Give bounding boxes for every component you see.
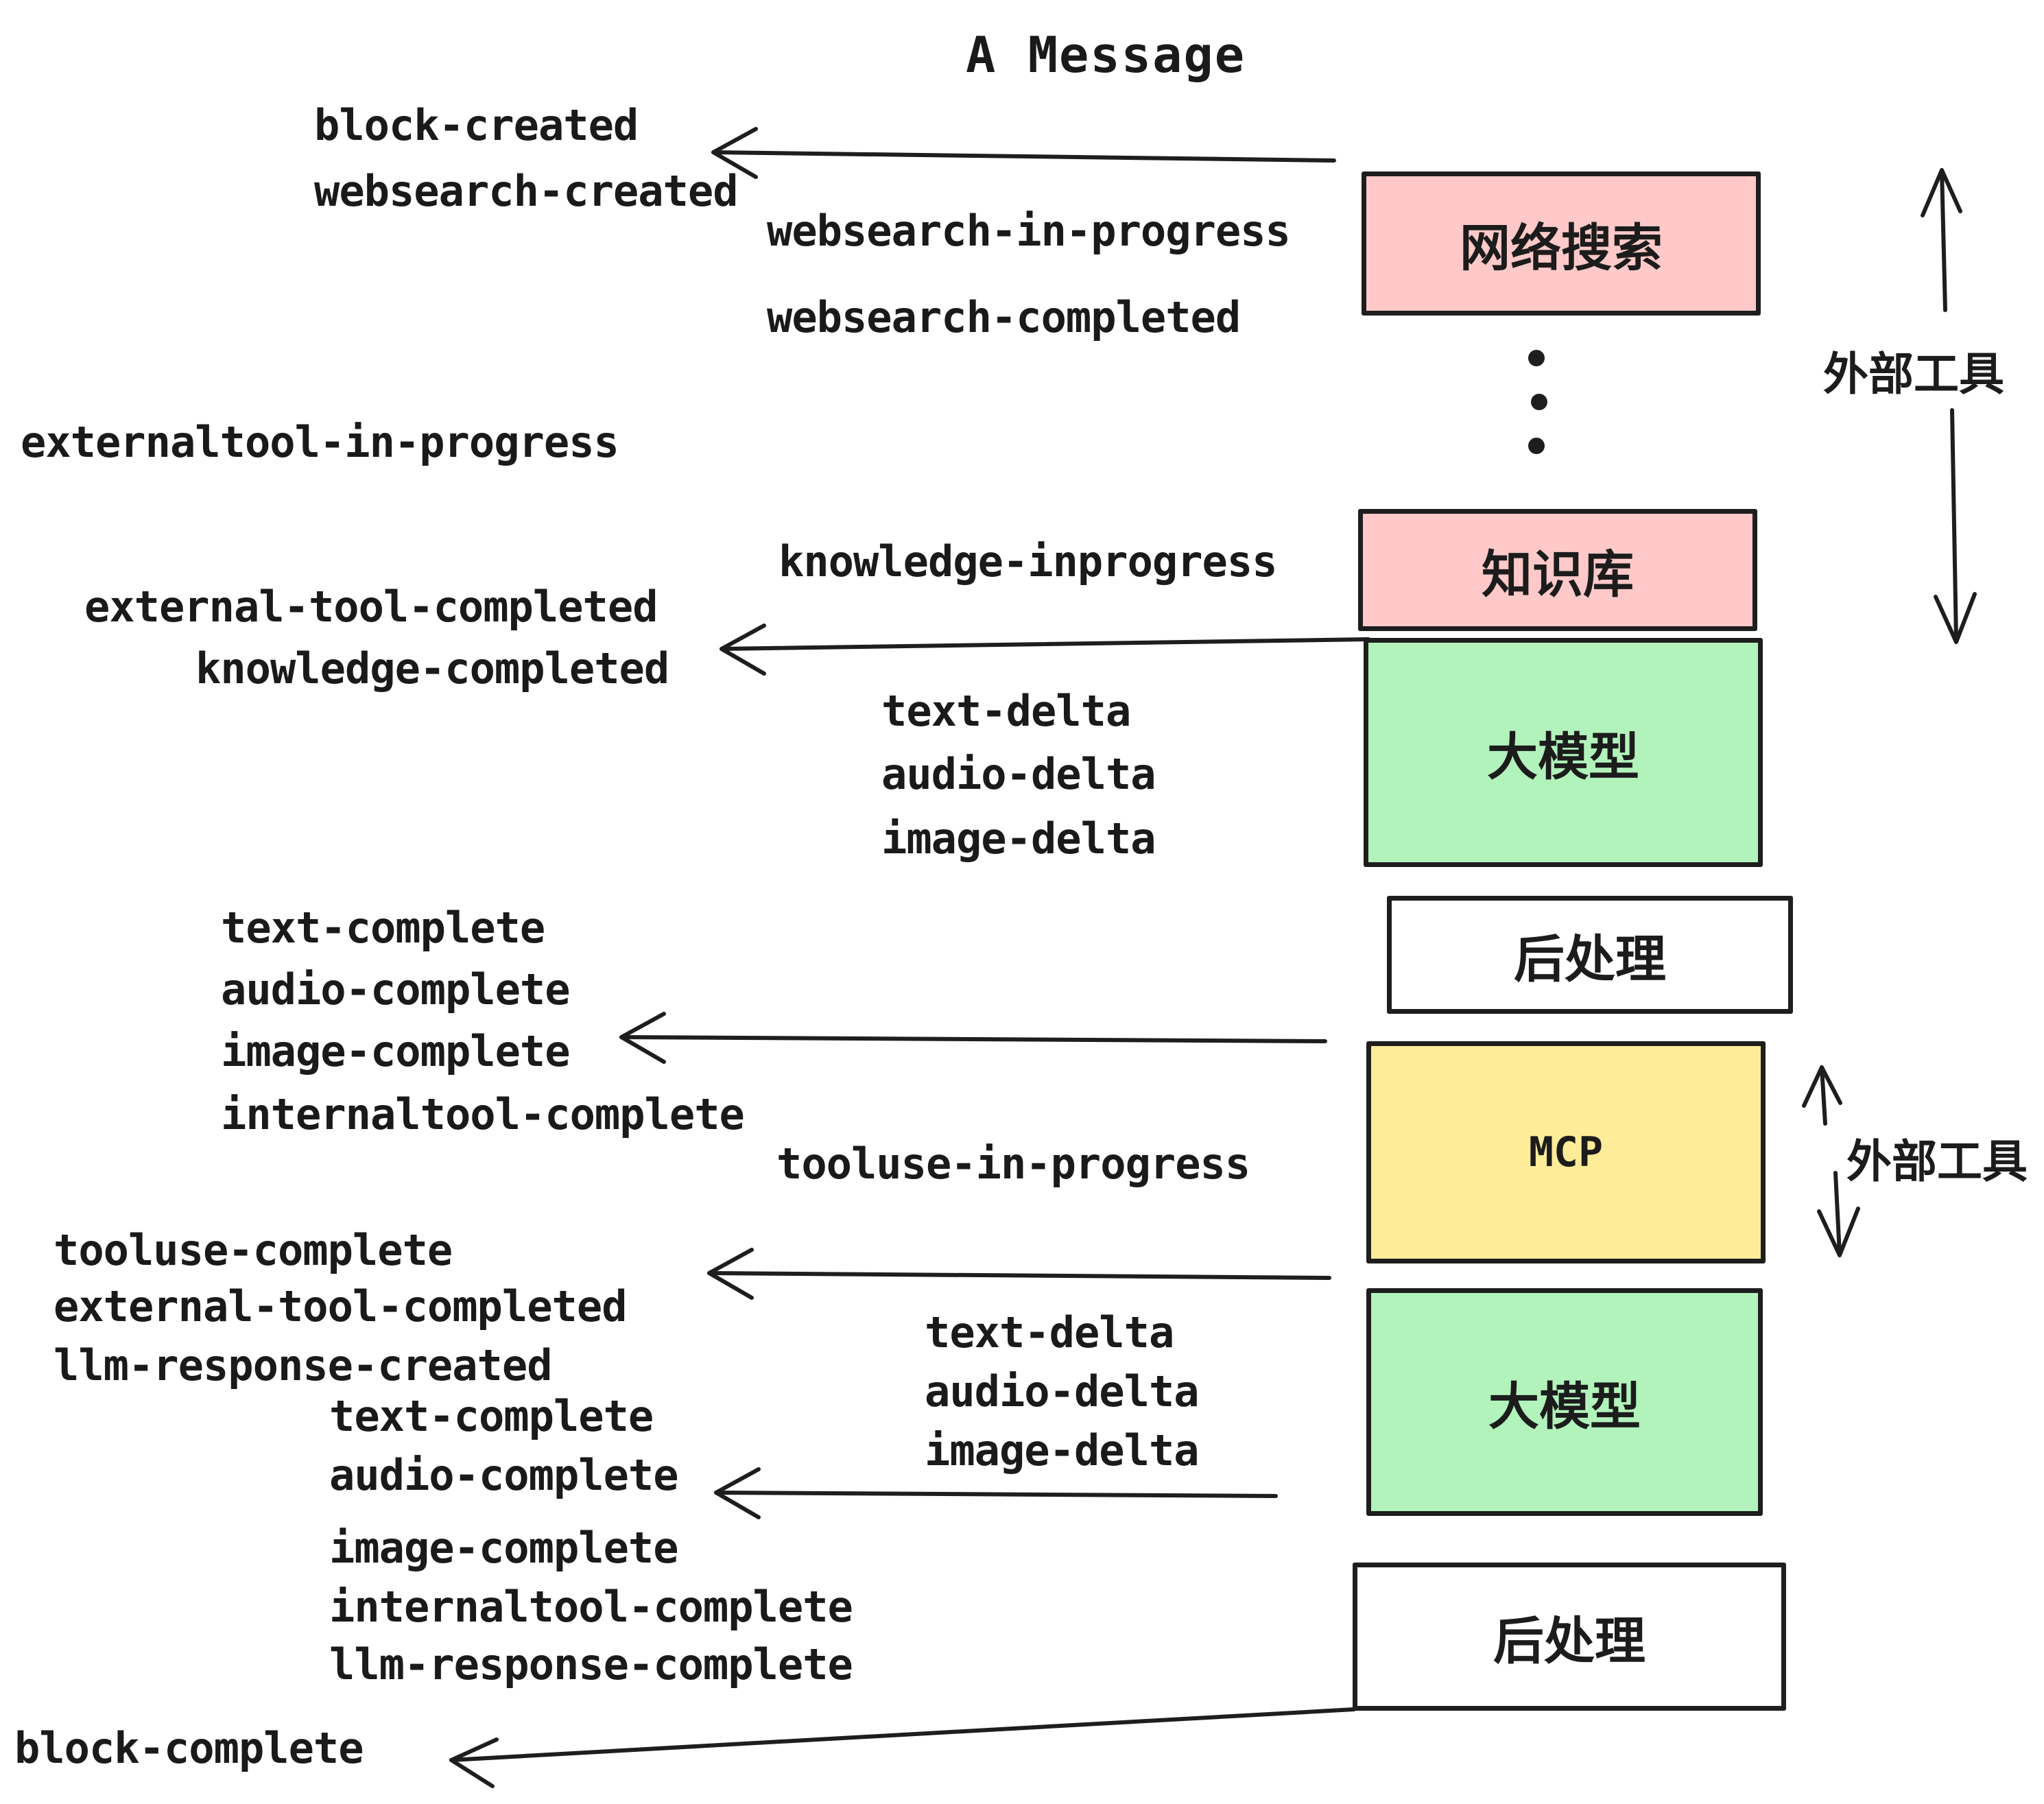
box-llm-2: 大模型 xyxy=(1366,1288,1763,1516)
box-postprocess-2: 后处理 xyxy=(1353,1563,1786,1711)
label-tooluse-complete: tooluse-complete xyxy=(54,1225,453,1275)
arrow-knowledge-completed xyxy=(720,624,1370,676)
label-text-delta-2: text-delta xyxy=(925,1307,1174,1357)
label-audio-complete-1: audio-complete xyxy=(221,964,571,1014)
box-postprocess-2-label: 后处理 xyxy=(1493,1612,1645,1670)
label-text-complete-2: text-complete xyxy=(329,1391,654,1441)
ellipsis-dots xyxy=(1528,350,1547,454)
arrow-block-complete xyxy=(449,1707,1356,1788)
label-block-complete: block-complete xyxy=(14,1723,364,1773)
box-websearch: 网络搜索 xyxy=(1362,171,1761,316)
label-block-created: block-created xyxy=(314,100,639,150)
label-audio-complete-2: audio-complete xyxy=(329,1450,679,1500)
label-image-complete-1: image-complete xyxy=(221,1026,571,1076)
arrow-block-created xyxy=(711,127,1336,179)
box-postprocess-1-label: 后处理 xyxy=(1514,930,1666,988)
label-websearch-completed: websearch-completed xyxy=(767,292,1241,342)
label-image-delta-1: image-delta xyxy=(881,814,1156,864)
box-postprocess-1: 后处理 xyxy=(1387,896,1793,1014)
label-llm-response-created: llm-response-created xyxy=(54,1340,553,1390)
label-internaltool-complete-2: internaltool-complete xyxy=(329,1582,853,1632)
label-knowledge-completed: knowledge-completed xyxy=(195,643,669,693)
label-llm-response-complete: llm-response-complete xyxy=(329,1639,853,1689)
label-text-delta-1: text-delta xyxy=(881,686,1131,736)
box-knowledge-base: 知识库 xyxy=(1358,509,1757,631)
arrow-tooluse-complete xyxy=(707,1248,1331,1300)
label-audio-delta-2: audio-delta xyxy=(925,1366,1200,1416)
box-mcp-label: MCP xyxy=(1528,1128,1604,1176)
label-external-tool-completed: external-tool-completed xyxy=(84,582,658,632)
box-llm-2-label: 大模型 xyxy=(1488,1377,1641,1435)
external-tools-bottom-label: 外部工具 xyxy=(1846,1136,2028,1187)
external-tools-top-label: 外部工具 xyxy=(1823,348,2004,399)
label-websearch-created: websearch-created xyxy=(314,166,739,216)
box-knowledge-base-label: 知识库 xyxy=(1482,545,1634,603)
diagram-title: A Message xyxy=(966,26,1246,84)
label-knowledge-inprogress: knowledge-inprogress xyxy=(779,536,1278,586)
label-external-tool-completed-2: external-tool-completed xyxy=(54,1281,628,1331)
label-externaltool-in-progress: externaltool-in-progress xyxy=(21,417,619,467)
box-mcp: MCP xyxy=(1366,1041,1766,1263)
label-internaltool-complete-1: internaltool-complete xyxy=(221,1089,745,1139)
box-llm-1-label: 大模型 xyxy=(1487,728,1639,785)
label-image-delta-2: image-delta xyxy=(925,1425,1200,1475)
label-tooluse-in-progress: tooluse-in-progress xyxy=(776,1139,1250,1189)
label-websearch-in-progress: websearch-in-progress xyxy=(767,206,1291,256)
label-audio-delta-1: audio-delta xyxy=(881,749,1156,799)
external-tools-top-arrow xyxy=(1921,168,1977,644)
label-image-complete-2: image-complete xyxy=(329,1523,679,1573)
arrow-audio-complete xyxy=(714,1467,1278,1519)
arrow-image-complete xyxy=(619,1012,1327,1064)
box-websearch-label: 网络搜索 xyxy=(1460,219,1663,276)
box-llm-1: 大模型 xyxy=(1364,638,1763,867)
label-text-complete-1: text-complete xyxy=(221,903,545,953)
